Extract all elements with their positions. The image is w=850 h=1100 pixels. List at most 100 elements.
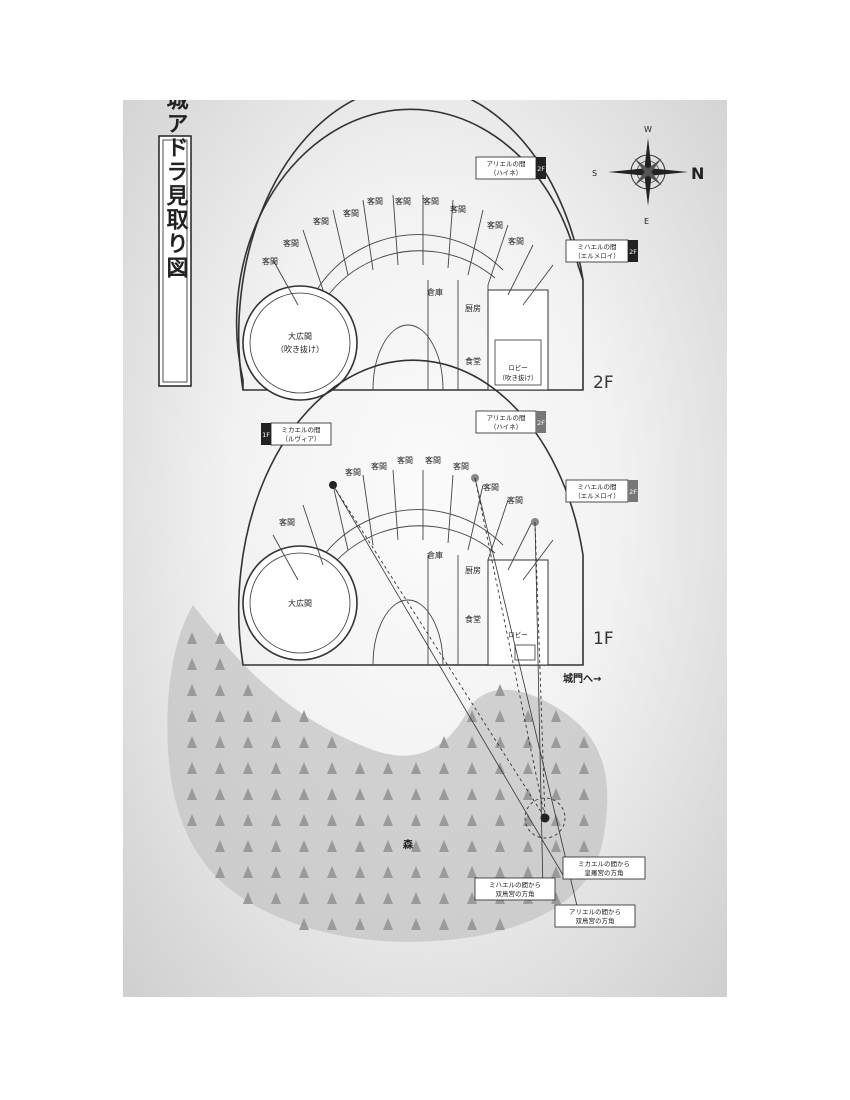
convergence-point <box>540 813 550 823</box>
tree-icon <box>551 840 561 852</box>
tree-icon <box>215 684 225 696</box>
tree-icon <box>355 788 365 800</box>
2f-guest-room-9: 客間 <box>487 220 503 230</box>
tree-icon <box>355 762 365 774</box>
callout-mikael-line1: ミカエルの間から <box>578 860 630 868</box>
tree-icon <box>327 788 337 800</box>
2f-guest-room-6: 客間 <box>395 196 411 206</box>
2f-ariel-occupant: （ハイネ） <box>490 169 522 177</box>
1f-mikael-room-name: ミカエルの間 <box>282 426 321 434</box>
1f-michael-badge: 2F <box>629 488 637 496</box>
2f-ariel-room-label: アリエルの間 （ハイネ） 2F <box>475 156 546 180</box>
tree-icon <box>579 840 589 852</box>
map-page: 森 剥離城アドラ見取り図 W S N E 客間 客間 客間 客 <box>123 100 727 997</box>
2f-ariel-badge: 2F <box>537 165 545 173</box>
1f-guest-room-1: 客間 <box>279 517 295 527</box>
1f-michael-room-name: ミハエルの間 <box>578 483 617 491</box>
tree-icon <box>355 814 365 826</box>
2f-lobby: ロビー <box>508 363 528 372</box>
tree-icon <box>467 736 477 748</box>
tree-icon <box>215 762 225 774</box>
castle-floor-plan: 森 剥離城アドラ見取り図 W S N E 客間 客間 客間 客 <box>158 100 704 942</box>
tree-icon <box>439 814 449 826</box>
tree-icon <box>299 762 309 774</box>
tree-icon <box>271 866 281 878</box>
tree-icon <box>243 736 253 748</box>
tree-icon <box>467 710 477 722</box>
tree-icon <box>495 710 505 722</box>
callout-mikael: ミカエルの間から 皇羅宮の方角 <box>562 856 646 880</box>
tree-icon <box>271 710 281 722</box>
tree-icon <box>215 710 225 722</box>
tree-icon <box>467 892 477 904</box>
2f-storage: 倉庫 <box>427 287 443 297</box>
2f-great-hall: 大広間 <box>288 331 312 341</box>
2f-michael-badge: 2F <box>629 248 637 256</box>
tree-icon <box>355 892 365 904</box>
tree-icon <box>299 892 309 904</box>
tree-icon <box>243 788 253 800</box>
compass-north: N <box>691 164 704 183</box>
tree-icon <box>243 762 253 774</box>
1f-dining: 食堂 <box>465 614 481 624</box>
1f-mikael-occupant: （ルヴィア） <box>282 434 321 443</box>
1f-mikael-room-label: 1F ミカエルの間 （ルヴィア） <box>261 422 332 446</box>
map-title: 剥離城アドラ見取り図 <box>163 100 189 280</box>
tree-icon <box>495 866 505 878</box>
tree-icon <box>551 762 561 774</box>
tree-icon <box>411 788 421 800</box>
1f-guest-room-2: 客間 <box>345 467 361 477</box>
tree-icon <box>299 814 309 826</box>
tree-icon <box>523 840 533 852</box>
tree-icon <box>243 684 253 696</box>
tree-icon <box>187 658 197 670</box>
2f-guest-room-7: 客間 <box>423 196 439 206</box>
tree-icon <box>299 866 309 878</box>
tree-icon <box>271 892 281 904</box>
tree-icon <box>299 788 309 800</box>
floor-1-plan: 客間 客間 客間 客間 客間 客間 客間 客間 倉庫 厨房 食堂 ロビー 大広間… <box>237 359 638 666</box>
tree-icon <box>411 892 421 904</box>
1f-guest-room-3: 客間 <box>371 461 387 471</box>
title-box: 剥離城アドラ見取り図 <box>158 100 192 387</box>
tree-icon <box>243 814 253 826</box>
tree-icon <box>355 866 365 878</box>
2f-guest-room-4: 客間 <box>343 208 359 218</box>
tree-icon <box>439 788 449 800</box>
tree-icon <box>551 814 561 826</box>
tree-icon <box>383 918 393 930</box>
tree-icon <box>215 632 225 644</box>
tree-icon <box>495 918 505 930</box>
tree-icon <box>579 788 589 800</box>
1f-guest-room-6: 客間 <box>453 461 469 471</box>
2f-guest-room-1: 客間 <box>262 256 278 266</box>
tree-icon <box>439 892 449 904</box>
1f-ariel-room-name: アリエルの間 <box>487 414 526 422</box>
tree-icon <box>495 736 505 748</box>
tree-icon <box>439 918 449 930</box>
1f-kitchen: 厨房 <box>465 565 481 575</box>
tree-icon <box>355 918 365 930</box>
tree-icon <box>523 788 533 800</box>
2f-floor-label: 2F <box>593 373 614 393</box>
callout-michael-line1: ミハエルの間から <box>489 881 541 889</box>
tree-icon <box>523 710 533 722</box>
2f-michael-room-label: ミハエルの間 （エルメロイ） 2F <box>565 239 638 263</box>
tree-icon <box>243 892 253 904</box>
tree-icon <box>551 736 561 748</box>
2f-great-hall-sub: （吹き抜け） <box>276 344 324 354</box>
tree-icon <box>187 814 197 826</box>
tree-icon <box>579 762 589 774</box>
tree-icon <box>551 710 561 722</box>
tree-icon <box>495 814 505 826</box>
tree-icon <box>411 840 421 852</box>
tree-icon <box>495 684 505 696</box>
2f-guest-room-3: 客間 <box>313 216 329 226</box>
tree-icon <box>467 918 477 930</box>
compass-south: S <box>592 169 597 178</box>
forest-label: 森 <box>402 838 414 851</box>
tree-icon <box>215 840 225 852</box>
tree-icon <box>467 866 477 878</box>
sight-lines <box>332 477 579 911</box>
tree-icon <box>495 840 505 852</box>
